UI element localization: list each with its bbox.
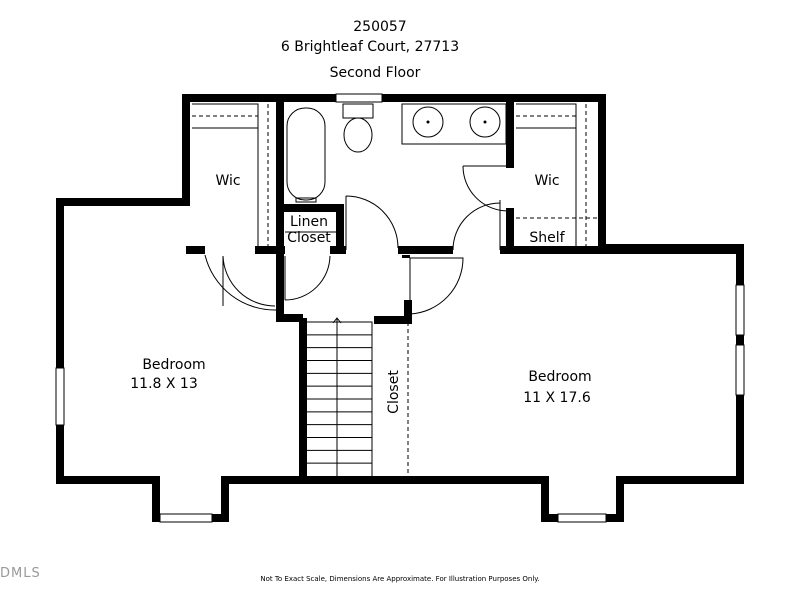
windows bbox=[55, 93, 745, 523]
faucet-icon bbox=[295, 197, 317, 203]
bathtub-icon bbox=[286, 107, 326, 201]
door-icon bbox=[452, 200, 501, 251]
exterior-wall bbox=[56, 94, 744, 522]
bedroom-right-dims: 11 X 17.6 bbox=[523, 390, 591, 406]
linen-closet-label-2: Closet bbox=[287, 230, 331, 246]
sink-icon bbox=[469, 106, 501, 138]
floor-title: Second Floor bbox=[330, 65, 421, 81]
linen-closet-label-1: Linen bbox=[290, 214, 328, 230]
wic-right-label: Wic bbox=[534, 173, 559, 189]
door-icon bbox=[284, 255, 331, 301]
toilet-tank-icon bbox=[342, 103, 374, 119]
watermark-logo: DMLS bbox=[0, 566, 41, 581]
closet-label: Closet bbox=[386, 370, 402, 414]
closet-details bbox=[192, 103, 598, 476]
sink-icon bbox=[412, 106, 444, 138]
toilet-icon bbox=[343, 117, 373, 153]
interior-walls bbox=[186, 98, 740, 476]
bathroom-fixtures bbox=[286, 103, 507, 203]
arrow-up-icon bbox=[332, 317, 342, 476]
disclaimer: Not To Exact Scale, Dimensions Are Appro… bbox=[260, 575, 539, 583]
wic-left-label: Wic bbox=[215, 173, 240, 189]
address: 6 Brightleaf Court, 27713 bbox=[281, 39, 459, 55]
listing-id: 250057 bbox=[353, 19, 406, 35]
bedroom-left-dims: 11.8 X 13 bbox=[130, 376, 197, 392]
door-icon bbox=[204, 254, 278, 311]
vanity-icon bbox=[401, 103, 507, 145]
door-icon bbox=[462, 165, 509, 212]
door-icon bbox=[409, 257, 464, 315]
doors bbox=[204, 165, 509, 315]
bedroom-left-name: Bedroom bbox=[142, 357, 205, 373]
bedroom-right-name: Bedroom bbox=[528, 369, 591, 385]
door-icon bbox=[345, 195, 399, 250]
shelf-label: Shelf bbox=[529, 230, 565, 246]
staircase bbox=[307, 317, 373, 476]
